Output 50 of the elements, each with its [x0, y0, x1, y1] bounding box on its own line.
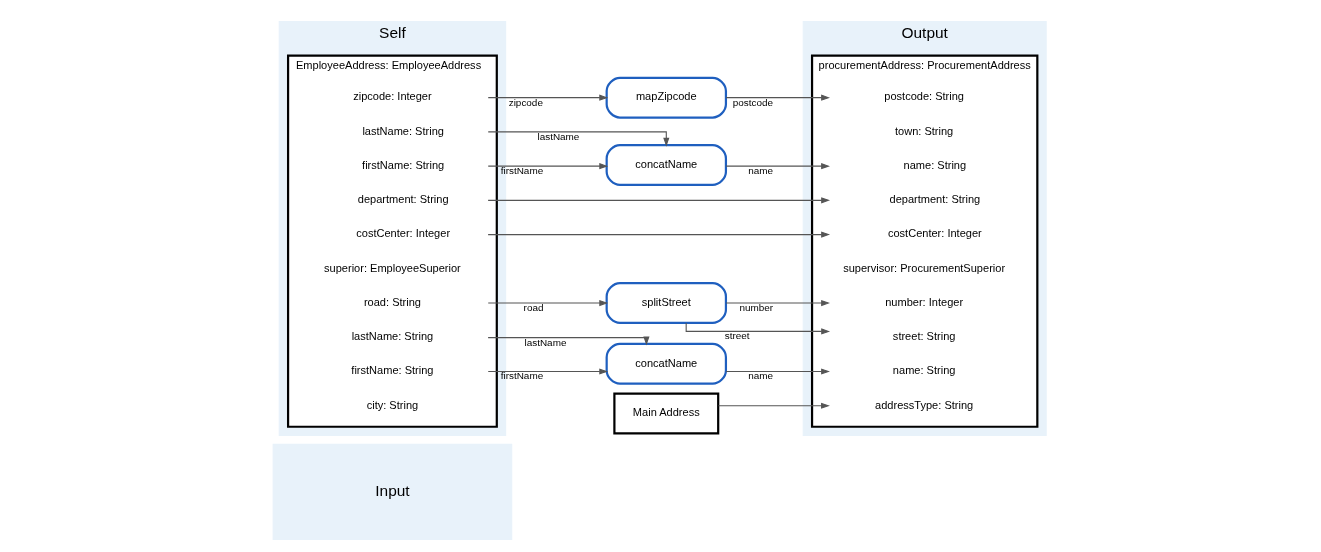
node-text: lastName: String	[362, 124, 444, 137]
arrow	[487, 131, 670, 147]
arrow	[487, 336, 650, 346]
node-text: superior: EmployeeSuperior	[324, 261, 461, 274]
node-text: postcode: String	[884, 90, 964, 103]
node-text: name: String	[892, 364, 956, 377]
edge-label: firstName	[500, 165, 544, 177]
arrow	[725, 163, 830, 170]
arrow	[487, 197, 830, 204]
arrow	[725, 299, 830, 307]
arrow	[487, 231, 830, 238]
node-text: town: String	[895, 124, 954, 137]
edge-label: number	[739, 302, 774, 314]
arrow	[725, 368, 830, 375]
node-text: lastName: String	[351, 330, 434, 343]
arrow	[725, 94, 830, 101]
edge-label: street	[724, 330, 750, 342]
node-text: name: String	[903, 158, 967, 171]
arrow	[685, 322, 831, 335]
arrow	[487, 299, 609, 307]
node-text: firstName: String	[351, 364, 434, 377]
node-box: Main Address	[613, 392, 720, 435]
node-text: costCenter: Integer	[356, 227, 451, 240]
node-box: concatName	[605, 342, 728, 385]
node-text: city: String	[366, 398, 419, 411]
edge-label: name	[748, 165, 774, 177]
edge-label: lastName	[524, 336, 567, 348]
arrow	[487, 368, 609, 375]
node-text: department: String	[357, 193, 449, 206]
arrow	[717, 402, 830, 409]
node-text: addressType: String	[875, 398, 974, 411]
node-text: zipcode: Integer	[353, 90, 432, 103]
node-text: road: String	[363, 295, 421, 308]
node-text: department: String	[889, 193, 981, 206]
arrow	[487, 94, 609, 101]
edge-label: name	[748, 370, 774, 382]
node-text: number: Integer	[885, 295, 964, 308]
node-text: costCenter: Integer	[887, 227, 982, 240]
node-box: splitStreet	[605, 282, 728, 325]
edge-label: postcode	[732, 96, 774, 108]
arrow	[487, 163, 609, 170]
edge-label: zipcode	[508, 96, 543, 108]
edge-label: lastName	[537, 130, 580, 142]
node-text: street: String	[892, 330, 956, 343]
node-box: concatName	[605, 144, 728, 186]
node-text: firstName: String	[362, 158, 445, 171]
node-box: mapZipcode	[605, 76, 728, 119]
node-text: supervisor: ProcurementSuperior	[843, 261, 1006, 274]
edge-label: road	[523, 302, 544, 314]
edge-label: firstName	[500, 370, 544, 382]
